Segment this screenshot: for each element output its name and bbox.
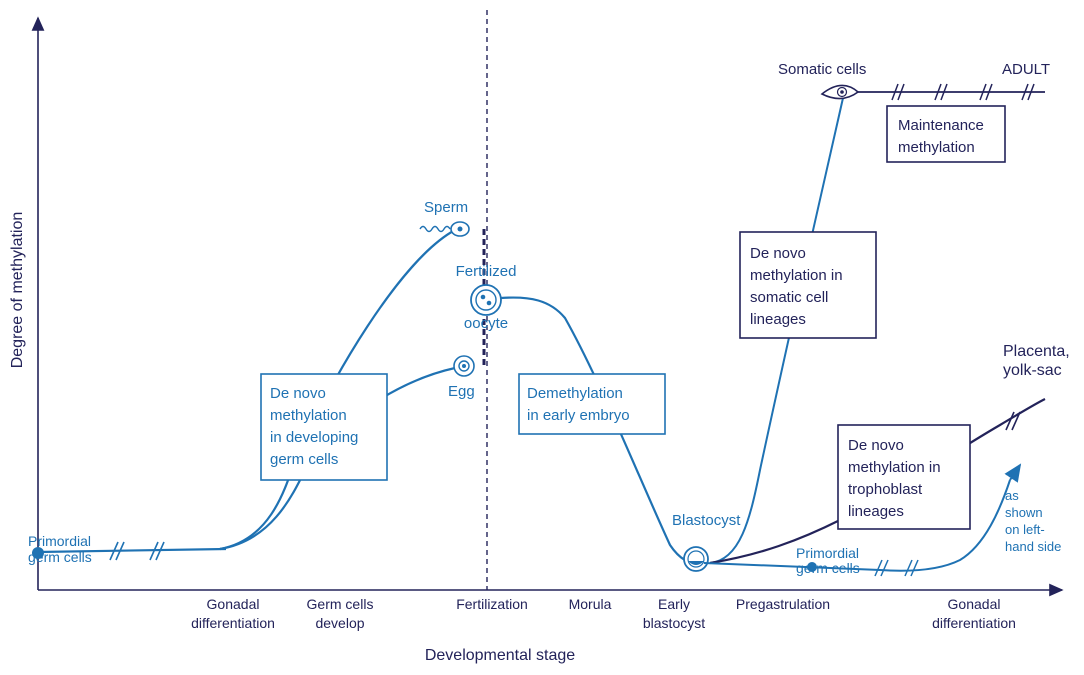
tick-germ-cells-develop-line-0: Germ cells (307, 596, 374, 612)
tick-gonadal-left-line-1: differentiation (191, 615, 275, 631)
box-de-novo-somatic-text-line-2: somatic cell (750, 289, 828, 306)
box-demethylation-text-line-1: in early embryo (527, 407, 630, 424)
box-de-novo-germ-text: De novo methylation in developing germ cell… (270, 385, 358, 468)
somatic-cell-icon (820, 84, 860, 100)
tick-pregastrulation: Pregastrulation (736, 596, 830, 612)
label-fertilized-oocyte-line-1: oocyte (464, 315, 508, 332)
box-de-novo-germ-text-line-3: germ cells (270, 451, 338, 468)
tick-early-blastocyst-line-0: Early (658, 596, 690, 612)
box-de-novo-somatic-text-line-3: lineages (750, 311, 806, 328)
label-placenta: Placenta, yolk-sac (1003, 343, 1070, 379)
box-demethylation-text-line-0: Demethylation (527, 385, 623, 402)
label-primordial-right-line-0: Primordial (796, 545, 859, 561)
box-de-novo-germ-text-line-1: methylation (270, 407, 347, 424)
label-egg: Egg (448, 383, 475, 400)
box-de-novo-somatic-text: De novo methylation in somatic cell lineage… (750, 245, 843, 328)
tick-morula: Morula (569, 596, 612, 612)
sperm-tail (419, 225, 451, 233)
break-mark-right-2 (904, 559, 919, 577)
y-axis-label: Degree of methylation (9, 212, 26, 369)
primordial-dot-left (32, 547, 44, 559)
label-egg-line-0: Egg (448, 383, 475, 400)
label-fertilized-oocyte-line-0: Fertilized (456, 263, 517, 280)
primordial-dot-right (807, 562, 817, 572)
label-as-shown-line-2: on left- (1005, 522, 1045, 537)
tick-pregastrulation-line-0: Pregastrulation (736, 596, 830, 612)
adult-break-2 (934, 83, 948, 101)
label-primordial-right-line-1: germ cells (796, 560, 860, 576)
as-shown-arrow (1004, 463, 1022, 483)
box-maintenance-text-line-0: Maintenance (898, 117, 984, 134)
tick-gonadal-right-line-0: Gonadal (948, 596, 1001, 612)
label-fertilized-oocyte: Fertilized oocyte (456, 263, 517, 332)
box-demethylation-text: Demethylation in early embryo (527, 385, 630, 424)
box-de-novo-germ (260, 373, 388, 481)
box-de-novo-trophoblast-text-line-0: De novo (848, 437, 904, 454)
adult-break-3 (979, 83, 993, 101)
label-adult-line-0: ADULT (1002, 61, 1050, 78)
label-as-shown-line-3: hand side (1005, 539, 1061, 554)
label-adult: ADULT (1002, 61, 1050, 78)
break-mark-left-2 (149, 541, 165, 561)
tick-gonadal-right: Gonadal differentiation (932, 596, 1016, 631)
break-mark-left-1 (109, 541, 125, 561)
tick-morula-line-0: Morula (569, 596, 612, 612)
tick-early-blastocyst-line-1: blastocyst (643, 615, 705, 631)
box-de-novo-germ-text-line-2: in developing (270, 429, 358, 446)
box-de-novo-trophoblast-text-line-2: trophoblast (848, 481, 923, 498)
label-primordial-left-line-1: germ cells (28, 549, 92, 565)
box-maintenance-text: Maintenance methylation (898, 117, 984, 156)
primordial-baseline-right (703, 479, 1011, 572)
label-as-shown-line-1: shown (1005, 505, 1043, 520)
box-de-novo-trophoblast-text-line-3: lineages (848, 503, 904, 520)
label-somatic-cells: Somatic cells (778, 61, 866, 78)
label-sperm: Sperm (424, 199, 468, 216)
somatic-curve (709, 97, 844, 564)
placenta-break (1005, 411, 1021, 431)
box-de-novo-trophoblast-text-line-1: methylation in (848, 459, 941, 476)
box-de-novo-germ-text-line-0: De novo (270, 385, 326, 402)
tick-gonadal-left-line-0: Gonadal (207, 596, 260, 612)
tick-early-blastocyst: Early blastocyst (643, 596, 705, 631)
label-blastocyst: Blastocyst (672, 512, 741, 529)
tick-gonadal-left: Gonadal differentiation (191, 596, 275, 631)
tick-germ-cells-develop: Germ cells develop (307, 596, 374, 631)
tick-gonadal-right-line-1: differentiation (932, 615, 1016, 631)
adult-break-4 (1021, 83, 1035, 101)
label-primordial-left-line-0: Primordial (28, 533, 91, 549)
adult-break-1 (891, 83, 905, 101)
label-placenta-line-1: yolk-sac (1003, 362, 1062, 379)
tick-fertilization-line-0: Fertilization (456, 596, 528, 612)
box-maintenance (886, 105, 1006, 163)
label-blastocyst-line-0: Blastocyst (672, 512, 741, 529)
box-maintenance-text-line-1: methylation (898, 139, 975, 156)
box-de-novo-trophoblast-text: De novo methylation in trophoblast lineages (848, 437, 941, 520)
label-as-shown-line-0: as (1005, 488, 1019, 503)
primordial-baseline-left (37, 547, 227, 554)
label-somatic-cells-line-0: Somatic cells (778, 61, 866, 78)
break-mark-right-1 (874, 559, 889, 577)
tick-fertilization: Fertilization (456, 596, 528, 612)
box-de-novo-somatic (739, 231, 877, 339)
label-sperm-line-0: Sperm (424, 199, 468, 216)
box-de-novo-somatic-text-line-0: De novo (750, 245, 806, 262)
label-placenta-line-0: Placenta, (1003, 343, 1070, 360)
box-de-novo-trophoblast (837, 424, 971, 530)
box-de-novo-somatic-text-line-1: methylation in (750, 267, 843, 284)
box-demethylation (518, 373, 666, 435)
tick-germ-cells-develop-line-1: develop (315, 615, 364, 631)
x-axis-label: Developmental stage (425, 647, 575, 664)
label-as-shown: as shown on left-hand side (1005, 488, 1061, 554)
